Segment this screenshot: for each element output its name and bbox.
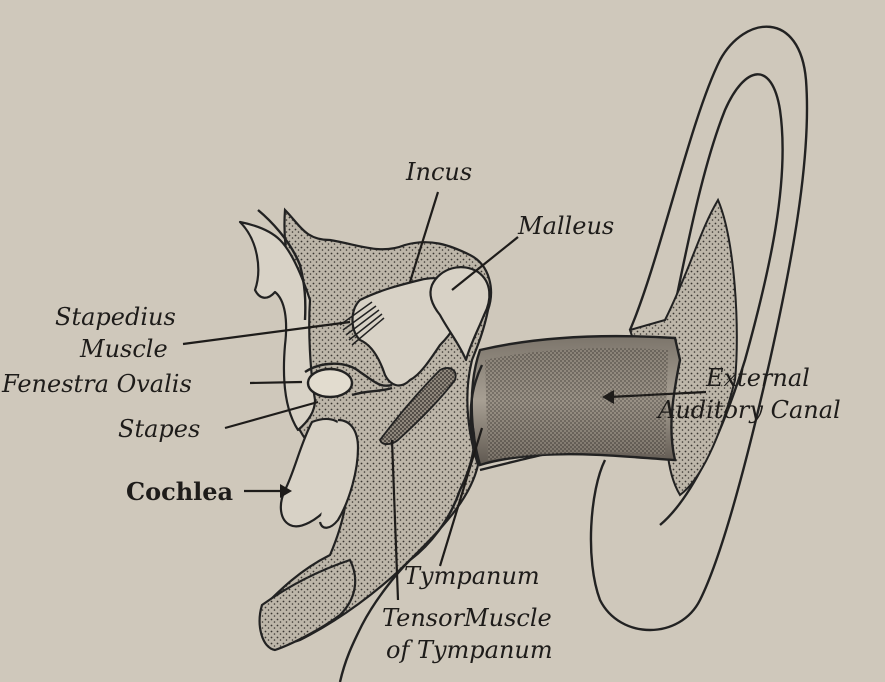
label-incus: Incus [405,158,472,186]
label-of-tympanum: of Tympanum [386,636,553,664]
label-cochlea: Cochlea [126,477,233,506]
label-malleus: Malleus [517,212,614,240]
label-fenestra-ovalis: Fenestra Ovalis [1,370,192,398]
label-stapedius-line1: Stapedius [55,303,176,331]
fenestra-ovalis-window [308,369,352,397]
canal-texture [485,348,668,460]
label-auditory-canal: Auditory Canal [656,396,841,424]
label-external: External [705,364,810,392]
fenestra-leader [250,382,302,383]
label-tympanum: Tympanum [404,562,540,590]
label-tensor-muscle: TensorMuscle [382,604,552,632]
label-stapes: Stapes [118,415,200,443]
label-stapedius-line2: Muscle [79,335,168,363]
